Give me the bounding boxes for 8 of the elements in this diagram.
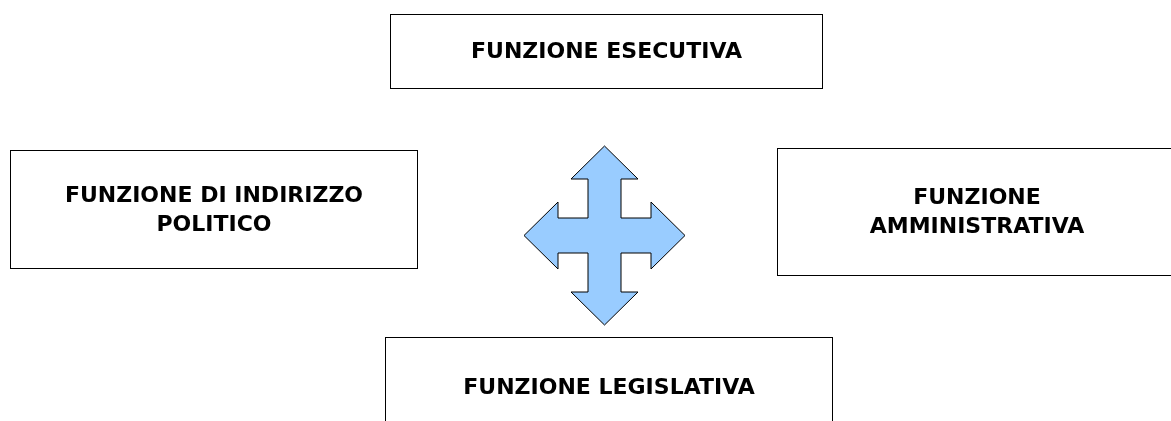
box-label: FUNZIONE LEGISLATIVA xyxy=(463,372,755,401)
function-box xyxy=(10,150,418,269)
box-label: FUNZIONE DI INDIRIZZO POLITICO xyxy=(63,180,365,238)
function-box xyxy=(390,14,823,89)
function-box xyxy=(777,148,1171,276)
box-label: FUNZIONE AMMINISTRATIVA xyxy=(868,183,1086,240)
box-label: FUNZIONE ESECUTIVA xyxy=(471,37,742,66)
function-box xyxy=(385,337,833,421)
